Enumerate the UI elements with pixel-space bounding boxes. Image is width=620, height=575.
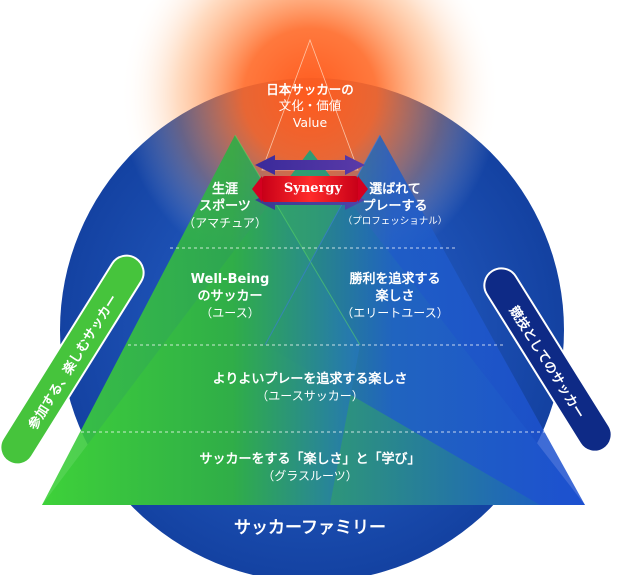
youth-title-2: のサッカー bbox=[197, 288, 263, 304]
elite-youth-title-1: 勝利を追求する bbox=[349, 272, 441, 287]
value-subtitle: 文化・価値 bbox=[278, 98, 342, 114]
value-english: Value bbox=[292, 114, 328, 130]
amateur-label: 生涯 スポーツ （アマチュア） bbox=[170, 182, 280, 231]
youth-soccer-label: よりよいプレーを追求する楽しさ （ユースサッカー） bbox=[160, 372, 460, 404]
amateur-sub: （アマチュア） bbox=[183, 215, 267, 230]
youth-soccer-sub: （ユースサッカー） bbox=[256, 388, 364, 403]
amateur-title-1: 生涯 bbox=[211, 182, 238, 197]
professional-title-2: プレーする bbox=[362, 198, 428, 214]
professional-sub: （プロフェッショナル） bbox=[342, 215, 448, 227]
synergy-arrows bbox=[252, 155, 368, 210]
value-glow bbox=[80, 0, 540, 260]
youth-soccer-title: よりよいプレーを追求する楽しさ bbox=[212, 372, 408, 387]
amateur-triangle bbox=[42, 135, 360, 505]
professional-label: 選ばれて プレーする （プロフェッショナル） bbox=[335, 182, 455, 228]
professional-triangle bbox=[265, 135, 585, 505]
elite-youth-title-2: 楽しさ bbox=[375, 288, 415, 304]
family-label: サッカーファミリー bbox=[234, 518, 386, 538]
value-label: 日本サッカーの 文化・価値 Value bbox=[230, 82, 390, 131]
grassroots-sub: （グラスルーツ） bbox=[262, 468, 358, 483]
elite-youth-label: 勝利を追求する 楽しさ （エリートユース） bbox=[325, 272, 465, 321]
value-title: 日本サッカーの bbox=[266, 82, 354, 97]
right-pill bbox=[483, 267, 613, 453]
elite-youth-sub: （エリートユース） bbox=[341, 305, 449, 320]
youth-title-1: Well-Being bbox=[190, 272, 270, 287]
left-pill bbox=[0, 254, 145, 466]
youth-sub: （ユース） bbox=[200, 305, 260, 320]
grassroots-label: サッカーをする「楽しさ」と「学び」 （グラスルーツ） bbox=[140, 452, 480, 484]
amateur-title-2: スポーツ bbox=[199, 198, 251, 214]
youth-label: Well-Being のサッカー （ユース） bbox=[165, 272, 295, 321]
synergy-label: Synergy bbox=[283, 181, 343, 196]
professional-title-1: 選ばれて bbox=[369, 182, 421, 197]
grassroots-title: サッカーをする「楽しさ」と「学び」 bbox=[199, 452, 421, 467]
